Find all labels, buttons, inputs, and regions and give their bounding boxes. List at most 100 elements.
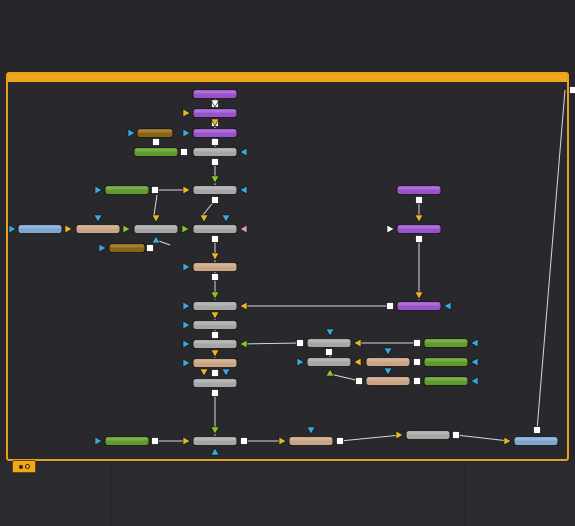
node-body[interactable]	[192, 436, 238, 446]
input-port-arrow-icon[interactable]	[503, 436, 512, 446]
graph-node[interactable]	[396, 301, 442, 311]
node-body[interactable]	[136, 128, 174, 138]
node-body[interactable]	[306, 357, 352, 367]
output-port[interactable]	[413, 358, 421, 366]
input-port-arrow-icon[interactable]	[181, 224, 190, 234]
output-port[interactable]	[355, 377, 363, 385]
output-port[interactable]	[336, 437, 344, 445]
node-body[interactable]	[75, 224, 121, 234]
output-port[interactable]	[413, 377, 421, 385]
graph-node[interactable]	[192, 185, 238, 195]
graph-node[interactable]	[423, 376, 469, 386]
input-port-arrow-icon[interactable]	[199, 368, 209, 377]
graph-node[interactable]	[17, 224, 63, 234]
input-port-arrow-icon[interactable]	[210, 118, 220, 127]
node-group[interactable]	[6, 72, 569, 461]
input-port-arrow-icon[interactable]	[182, 320, 191, 330]
node-body[interactable]	[192, 89, 238, 99]
input-port-arrow-icon[interactable]	[210, 426, 220, 435]
input-port-arrow-icon[interactable]	[239, 301, 248, 311]
graph-node[interactable]	[513, 436, 559, 446]
input-port-arrow-icon[interactable]	[122, 224, 131, 234]
input-port-arrow-icon[interactable]	[210, 252, 220, 261]
input-port-arrow-icon[interactable]	[182, 436, 191, 446]
input-port-arrow-icon[interactable]	[325, 328, 335, 337]
output-port[interactable]	[180, 148, 188, 156]
output-port[interactable]	[211, 389, 219, 397]
node-body[interactable]	[396, 301, 442, 311]
input-port-arrow-icon[interactable]	[98, 243, 107, 253]
input-port-arrow-icon[interactable]	[470, 338, 479, 348]
graph-node[interactable]	[192, 108, 238, 118]
node-body[interactable]	[192, 185, 238, 195]
node-body[interactable]	[396, 185, 442, 195]
node-body[interactable]	[104, 436, 150, 446]
node-body[interactable]	[108, 243, 146, 253]
input-port-arrow-icon[interactable]	[210, 291, 220, 300]
graph-node[interactable]	[365, 357, 411, 367]
node-body[interactable]	[192, 358, 238, 368]
input-port-arrow-icon[interactable]	[182, 301, 191, 311]
input-port-arrow-icon[interactable]	[64, 224, 73, 234]
input-port-arrow-icon[interactable]	[182, 185, 191, 195]
input-port-arrow-icon[interactable]	[443, 301, 452, 311]
graph-node[interactable]	[192, 147, 238, 157]
input-port-arrow-icon[interactable]	[127, 128, 136, 138]
graph-node[interactable]	[192, 128, 238, 138]
node-body[interactable]	[192, 378, 238, 388]
graph-node[interactable]	[192, 436, 238, 446]
input-port-arrow-icon[interactable]	[199, 214, 209, 223]
node-body[interactable]	[396, 224, 442, 234]
input-port-arrow-icon[interactable]	[210, 99, 220, 108]
output-port[interactable]	[415, 235, 423, 243]
node-body[interactable]	[423, 376, 469, 386]
input-port-arrow-icon[interactable]	[8, 224, 17, 234]
input-port-arrow-icon[interactable]	[395, 430, 404, 440]
input-port-arrow-icon[interactable]	[414, 214, 424, 223]
input-port-arrow-icon[interactable]	[239, 185, 248, 195]
graph-node[interactable]	[192, 358, 238, 368]
output-port[interactable]	[211, 331, 219, 339]
input-port-arrow-icon[interactable]	[182, 128, 191, 138]
input-port-arrow-icon[interactable]	[278, 436, 287, 446]
input-port-arrow-icon[interactable]	[182, 262, 191, 272]
node-body[interactable]	[423, 357, 469, 367]
input-port-arrow-icon[interactable]	[383, 367, 393, 376]
graph-node[interactable]	[423, 357, 469, 367]
node-body[interactable]	[192, 301, 238, 311]
input-port-arrow-icon[interactable]	[94, 436, 103, 446]
node-body[interactable]	[192, 128, 238, 138]
output-port[interactable]	[296, 339, 304, 347]
output-port[interactable]	[211, 196, 219, 204]
node-body[interactable]	[133, 224, 179, 234]
graph-node[interactable]	[306, 338, 352, 348]
group-toggle-icon[interactable]	[12, 460, 36, 473]
node-body[interactable]	[306, 338, 352, 348]
graph-node[interactable]	[405, 430, 451, 440]
input-port-arrow-icon[interactable]	[151, 235, 161, 244]
output-port[interactable]	[240, 437, 248, 445]
input-port-arrow-icon[interactable]	[306, 426, 316, 435]
node-body[interactable]	[17, 224, 63, 234]
node-body[interactable]	[192, 320, 238, 330]
input-port-arrow-icon[interactable]	[93, 214, 103, 223]
output-port[interactable]	[452, 431, 460, 439]
node-body[interactable]	[423, 338, 469, 348]
node-body[interactable]	[288, 436, 334, 446]
graph-node[interactable]	[306, 357, 352, 367]
node-body[interactable]	[365, 376, 411, 386]
graph-node[interactable]	[396, 185, 442, 195]
graph-node[interactable]	[192, 320, 238, 330]
node-body[interactable]	[192, 262, 238, 272]
graph-node[interactable]	[133, 224, 179, 234]
input-port-arrow-icon[interactable]	[296, 357, 305, 367]
input-port-arrow-icon[interactable]	[94, 185, 103, 195]
graph-node[interactable]	[104, 436, 150, 446]
graph-node[interactable]	[396, 224, 442, 234]
node-body[interactable]	[192, 147, 238, 157]
input-port-arrow-icon[interactable]	[210, 349, 220, 358]
graph-node[interactable]	[108, 243, 146, 253]
node-body[interactable]	[192, 224, 238, 234]
output-port[interactable]	[415, 196, 423, 204]
node-body[interactable]	[405, 430, 451, 440]
